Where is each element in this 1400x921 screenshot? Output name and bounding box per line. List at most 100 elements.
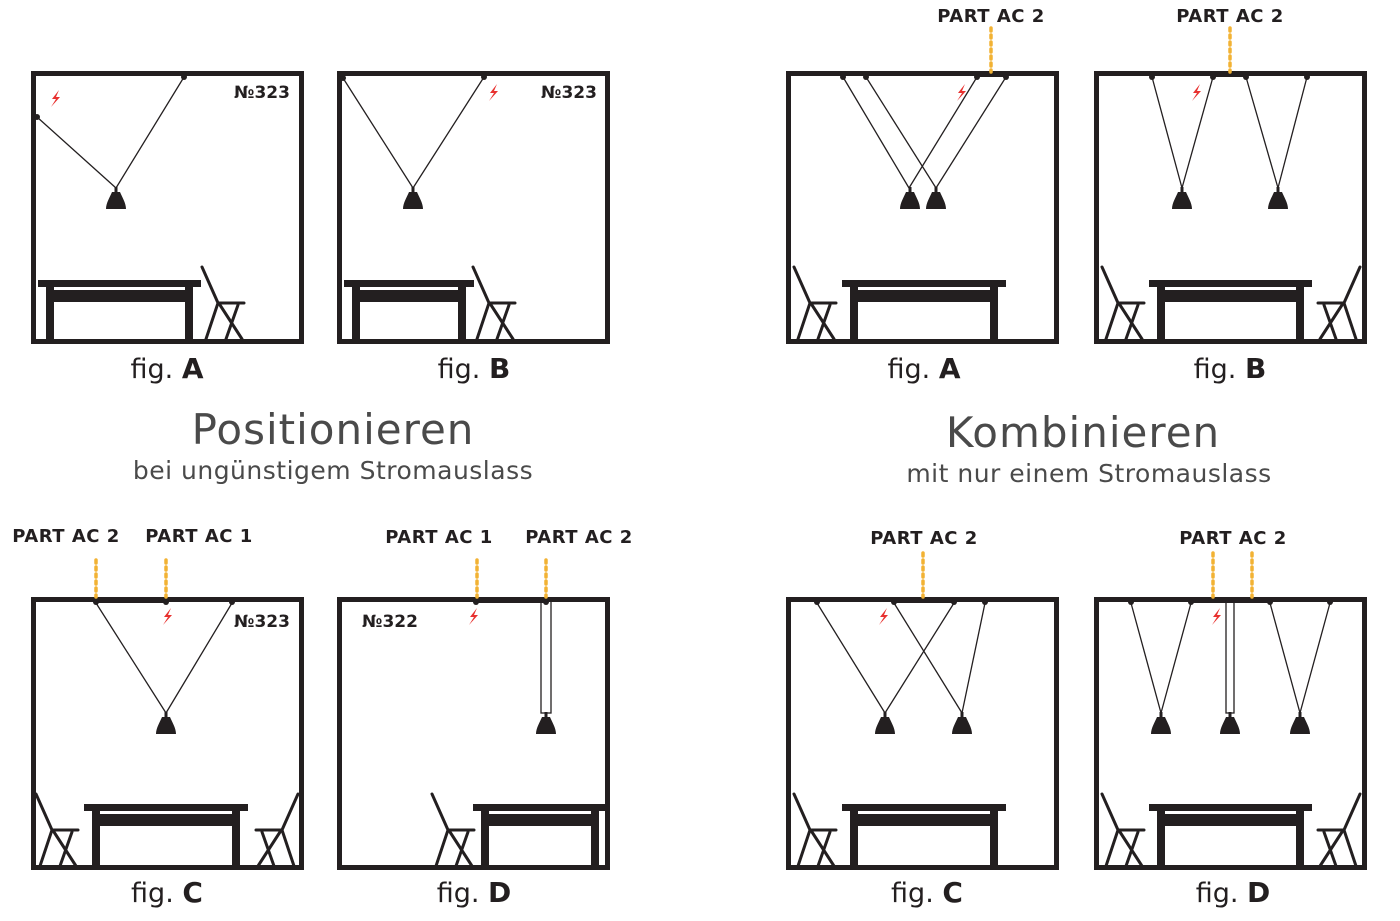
lamp-shade xyxy=(106,192,126,209)
model-number-pos-a: №323 xyxy=(234,83,290,103)
pendant-lamp-icon xyxy=(1172,187,1192,209)
ceiling-mount xyxy=(1128,599,1134,605)
table-leg xyxy=(232,804,240,866)
ceiling-mount xyxy=(1267,599,1273,605)
model-number-pos-b: №323 xyxy=(541,83,597,103)
chair-legs xyxy=(810,303,836,341)
table-leg xyxy=(850,804,858,866)
chair-icon xyxy=(1316,265,1362,341)
fig-prefix: fig. xyxy=(131,878,174,909)
table-leg xyxy=(990,280,998,339)
ceiling-mount xyxy=(951,599,957,605)
table-leg xyxy=(352,280,360,339)
table-leg xyxy=(591,804,599,866)
section-title-kombinieren: Kombinieren xyxy=(945,408,1221,457)
section-title-positionieren: Positionieren xyxy=(191,405,475,454)
table-top xyxy=(344,280,474,287)
cable-line xyxy=(115,76,185,189)
ceiling-mount xyxy=(814,599,820,605)
table-leg xyxy=(46,280,54,339)
table-top xyxy=(1149,804,1312,811)
fig-letter: C xyxy=(182,876,203,909)
table-icon xyxy=(38,280,201,339)
pendant-lamp-icon xyxy=(156,712,176,734)
table-apron xyxy=(1165,290,1296,302)
chair-back xyxy=(1342,792,1362,868)
fig-letter: D xyxy=(1247,876,1271,909)
lamp-neck xyxy=(1228,712,1232,718)
ceiling-mount xyxy=(982,599,988,605)
table-top xyxy=(38,280,201,287)
chair-icon xyxy=(1100,265,1146,341)
cable-line xyxy=(95,602,167,714)
chair-legs xyxy=(1118,303,1144,341)
chair-legs xyxy=(448,830,474,868)
chair-back xyxy=(792,265,812,341)
fig-label-pos-a: fig. A xyxy=(131,352,204,385)
lamp-neck xyxy=(164,712,168,718)
part-label-kom-c: PART AC 2 xyxy=(870,528,978,549)
ceiling-rail xyxy=(96,599,166,603)
part-label-pos-c-1: PART AC 2 xyxy=(12,526,120,547)
lamp-shade xyxy=(1268,192,1288,209)
table-apron xyxy=(858,814,990,826)
panel-pos-b-frame xyxy=(337,71,610,344)
cable-line xyxy=(1181,76,1214,189)
panel-pos-a-frame xyxy=(31,71,304,344)
fig-prefix: fig. xyxy=(891,878,934,909)
fig-label-kom-b: fig. B xyxy=(1194,352,1267,385)
table-top xyxy=(842,804,1006,811)
lamp-shade xyxy=(1172,192,1192,209)
chair-back xyxy=(280,792,300,868)
ceiling-mount xyxy=(1188,599,1194,605)
chair-back xyxy=(792,792,812,868)
table-top xyxy=(84,804,248,811)
lightning-icon xyxy=(163,608,172,625)
pendant-lamp-icon xyxy=(952,712,972,734)
chair-legs xyxy=(489,303,515,341)
table-icon xyxy=(1149,280,1312,339)
table-leg xyxy=(92,804,100,866)
cable-line xyxy=(935,76,1007,189)
chair-icon xyxy=(254,792,300,868)
lamp-neck xyxy=(1276,187,1280,193)
fig-prefix: fig. xyxy=(437,354,481,385)
ceiling-mount xyxy=(93,599,99,605)
cable-line xyxy=(342,77,414,189)
section-subtitle-positionieren: bei ungünstigem Stromauslass xyxy=(132,456,534,485)
table-leg xyxy=(850,280,858,339)
part-label-pos-d-1: PART AC 1 xyxy=(385,527,493,548)
lamp-shade xyxy=(156,717,176,734)
cable-line xyxy=(1130,602,1162,714)
lamp-shade xyxy=(403,192,423,209)
pendant-lamp-icon xyxy=(926,187,946,209)
ceiling-mount xyxy=(163,599,169,605)
pole-rod xyxy=(540,600,552,714)
ceiling-mount xyxy=(229,599,235,605)
ceiling-rail xyxy=(977,73,1006,77)
part-label-kom-d: PART AC 2 xyxy=(1179,528,1287,549)
panel-pos-d-frame xyxy=(337,597,610,870)
lamp-neck xyxy=(544,712,548,718)
table-leg xyxy=(1296,280,1304,339)
fig-label-pos-d: fig. D xyxy=(437,876,512,909)
table-icon xyxy=(1149,804,1312,866)
fig-prefix: fig. xyxy=(130,354,174,385)
table-leg xyxy=(481,804,489,866)
lamp-neck xyxy=(411,187,415,193)
cable-line xyxy=(1151,76,1183,189)
ceiling-rail xyxy=(476,599,546,603)
lamp-shade xyxy=(926,192,946,209)
cable-line xyxy=(816,602,886,714)
ceiling-mount xyxy=(473,599,479,605)
table-apron xyxy=(858,290,990,302)
chair-back xyxy=(430,792,450,868)
table-leg xyxy=(1157,804,1165,866)
section-subtitle-kombinieren: mit nur einem Stromauslass xyxy=(906,459,1272,488)
chair-icon xyxy=(792,265,838,341)
chair-legs xyxy=(810,830,836,868)
table-leg xyxy=(990,804,998,866)
model-number-pos-d: №322 xyxy=(362,612,418,632)
fig-letter: B xyxy=(488,352,511,385)
